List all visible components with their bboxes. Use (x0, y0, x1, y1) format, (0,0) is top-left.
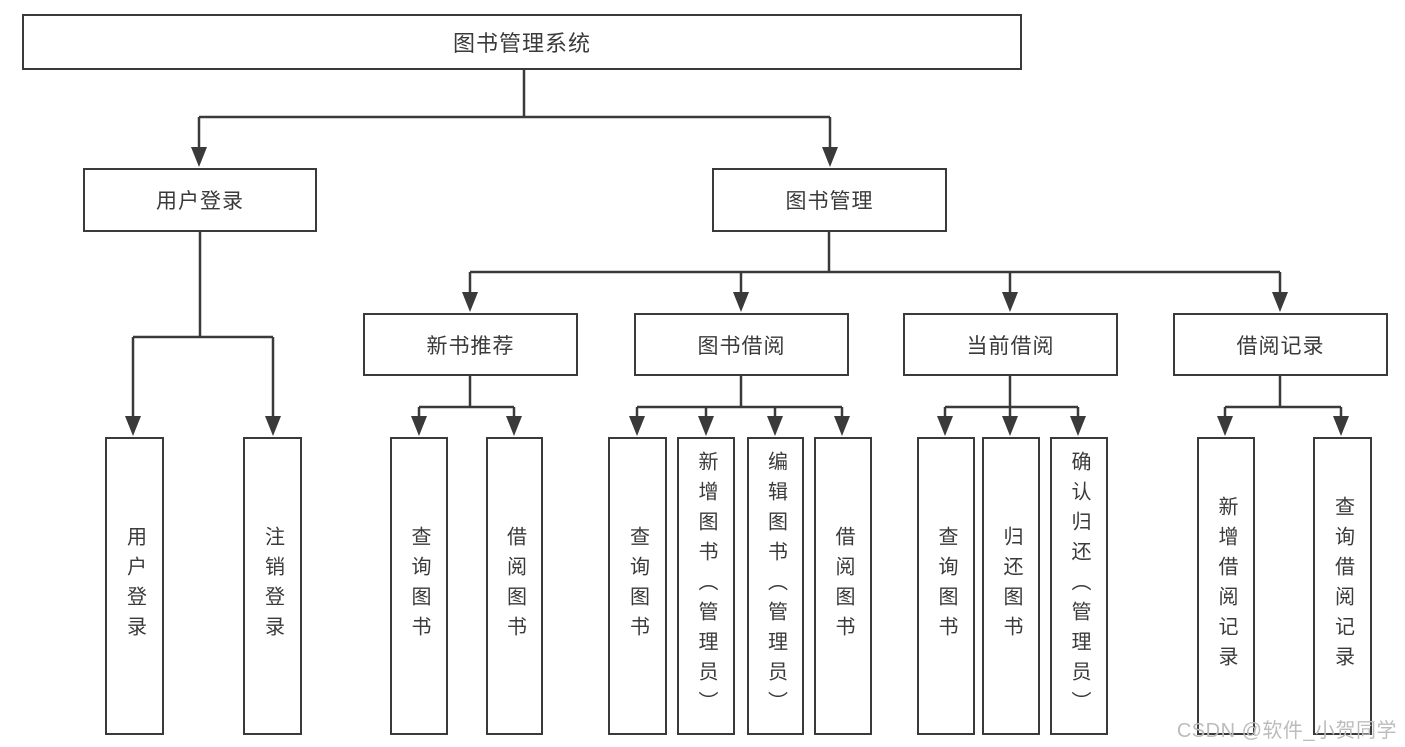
leaf-confirm-return-admin: 确认归还（管理员） (1050, 437, 1108, 735)
leaf-query-books-recommend: 查询图书 (390, 437, 448, 735)
leaf-add-books-admin: 新增图书（管理员） (677, 437, 735, 735)
leaf-confirm-return-admin-label: 确认归还（管理员） (1068, 451, 1090, 721)
node-root: 图书管理系统 (22, 14, 1022, 70)
node-new-book-recommend: 新书推荐 (363, 313, 578, 376)
leaf-borrow-books-label: 借阅图书 (832, 526, 854, 646)
leaf-add-borrow-record: 新增借阅记录 (1197, 437, 1255, 735)
leaf-add-books-admin-label: 新增图书（管理员） (695, 451, 717, 721)
leaf-edit-books-admin: 编辑图书（管理员） (747, 437, 804, 735)
leaf-logout-label: 注销登录 (261, 526, 284, 646)
leaf-query-borrow-record: 查询借阅记录 (1313, 437, 1372, 735)
watermark: CSDN @软件_小贺同学 (1176, 720, 1397, 742)
leaf-query-books-borrow: 查询图书 (608, 437, 667, 735)
node-current-borrow: 当前借阅 (903, 313, 1118, 376)
leaf-query-books-current: 查询图书 (917, 437, 975, 735)
node-book-borrow: 图书借阅 (634, 313, 849, 376)
node-book-management: 图书管理 (712, 168, 947, 232)
leaf-query-borrow-record-label: 查询借阅记录 (1331, 496, 1354, 676)
node-user-login: 用户登录 (83, 168, 317, 232)
leaf-edit-books-admin-label: 编辑图书（管理员） (764, 451, 787, 721)
leaf-query-books-recommend-label: 查询图书 (408, 526, 430, 646)
node-borrow-record: 借阅记录 (1173, 313, 1388, 376)
leaf-borrow-books-recommend: 借阅图书 (486, 437, 543, 735)
leaf-return-books: 归还图书 (982, 437, 1040, 735)
leaf-logout: 注销登录 (243, 437, 302, 735)
leaf-query-books-borrow-label: 查询图书 (626, 526, 649, 646)
leaf-borrow-books-recommend-label: 借阅图书 (503, 526, 526, 646)
leaf-return-books-label: 归还图书 (1000, 526, 1022, 646)
leaf-user-login: 用户登录 (105, 437, 164, 735)
leaf-add-borrow-record-label: 新增借阅记录 (1215, 496, 1237, 676)
leaf-borrow-books: 借阅图书 (814, 437, 872, 735)
leaf-user-login-label: 用户登录 (123, 526, 146, 646)
leaf-query-books-current-label: 查询图书 (935, 526, 957, 646)
